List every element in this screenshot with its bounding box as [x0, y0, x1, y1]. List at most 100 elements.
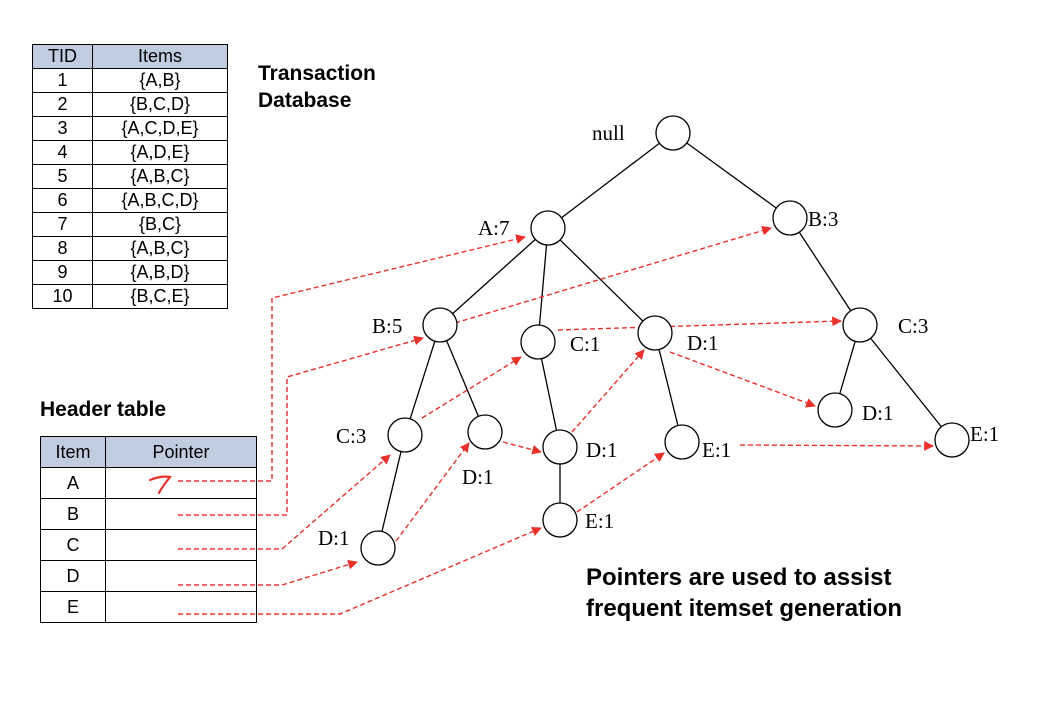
tree-edge: [540, 358, 558, 431]
transaction-table: TID Items 1{A,B}2{B,C,D}3{A,C,D,E}4{A,D,…: [32, 44, 228, 309]
pointer-link: [739, 441, 934, 451]
tree-node-label: null: [592, 121, 625, 145]
tree-node-label: C:3: [336, 424, 366, 448]
pointer-links: [178, 225, 934, 615]
tid-cell: 1: [32, 68, 93, 93]
pointer-link: [571, 349, 645, 433]
tree-edge: [381, 451, 402, 532]
tid-cell: 10: [32, 284, 93, 309]
tree-edge: [561, 142, 660, 219]
tree-node: [467, 414, 503, 450]
tree-edge: [686, 142, 777, 209]
header-table-row: E: [40, 591, 257, 623]
tree-edge: [658, 349, 679, 426]
tree-edges: [381, 142, 942, 532]
tree-node-label: C:3: [898, 314, 928, 338]
tree-node-label: C:1: [570, 332, 600, 356]
pointer-link: [669, 351, 816, 408]
tree-node-label: B:5: [372, 314, 402, 338]
tree-node: [422, 307, 458, 343]
transaction-database-title-line1: Transaction: [258, 62, 376, 85]
tree-node: [772, 200, 808, 236]
tree-edge: [839, 341, 856, 394]
tree-node-label: D:1: [318, 526, 350, 550]
tree-node-label: E:1: [585, 509, 614, 533]
tree-node: [360, 530, 396, 566]
header-pointer-cell: [105, 591, 257, 623]
tree-node: [655, 115, 691, 151]
tree-node-label: D:1: [586, 438, 618, 462]
transaction-database-title: Transaction Database: [258, 60, 376, 114]
transaction-row: 5{A,B,C}: [32, 164, 228, 189]
pointer-link: [502, 441, 542, 455]
pointer-link: [178, 559, 358, 586]
pointer-link: [395, 442, 470, 542]
header-table-row: B: [40, 498, 257, 530]
items-cell: {B,C,D}: [92, 92, 228, 117]
handwritten-mark: [148, 475, 173, 495]
tree-edge: [870, 337, 942, 428]
header-item-cell: B: [40, 498, 106, 530]
pointer-link: [454, 225, 772, 324]
header-table-title: Header table: [40, 398, 167, 421]
pointer-note-line1: Pointers are used to assist: [586, 564, 892, 591]
tree-node-label: A:7: [478, 216, 510, 240]
tree-edge: [798, 231, 852, 312]
pointer-link: [178, 234, 526, 482]
header-pointer-cell: [105, 560, 257, 592]
tree-node: [842, 307, 878, 343]
transaction-row: 10{B,C,E}: [32, 284, 228, 309]
tree-node-label: E:1: [702, 438, 731, 462]
transaction-row: 2{B,C,D}: [32, 92, 228, 117]
tree-node: [542, 502, 578, 538]
tree-node: [542, 429, 578, 465]
tree-edge: [445, 340, 480, 417]
item-column-header: Item: [40, 436, 106, 468]
tid-column-header: TID: [32, 44, 93, 69]
tree-node-label: B:3: [808, 207, 838, 231]
pointer-note: Pointers are used to assist frequent ite…: [586, 562, 902, 624]
transaction-row: 4{A,D,E}: [32, 140, 228, 165]
tree-node: [817, 392, 853, 428]
tree-node: [637, 315, 673, 351]
transaction-database-title-line2: Database: [258, 89, 352, 112]
items-cell: {A,B}: [92, 68, 228, 93]
pointer-link: [178, 335, 424, 516]
items-cell: {A,B,C}: [92, 164, 228, 189]
tree-node: [387, 417, 423, 453]
pointer-link: [421, 356, 522, 419]
pointer-column-header: Pointer: [105, 436, 257, 468]
pointer-link: [557, 316, 842, 331]
tree-edge: [538, 244, 548, 326]
header-pointer-cell: [105, 498, 257, 530]
tree-edge: [409, 341, 436, 419]
items-cell: {B,C,E}: [92, 284, 228, 309]
pointer-link: [576, 452, 665, 513]
tree-node-label: D:1: [687, 331, 719, 355]
tree-node-label: D:1: [862, 401, 894, 425]
tree-node: [934, 422, 970, 458]
header-item-cell: D: [40, 560, 106, 592]
header-table-row: C: [40, 529, 257, 561]
tree-edge: [559, 239, 644, 322]
tree-node-label: E:1: [970, 422, 999, 446]
items-cell: {A,D,E}: [92, 140, 228, 165]
tree-node: [664, 424, 700, 460]
tree-node: [530, 210, 566, 246]
pointer-note-line2: frequent itemset generation: [586, 595, 903, 622]
header-item-cell: C: [40, 529, 106, 561]
tree-node-label: D:1: [462, 465, 494, 489]
pointer-link: [178, 454, 391, 550]
header-item-cell: A: [40, 467, 106, 499]
header-table-row: A: [40, 467, 257, 499]
transaction-row: 1{A,B}: [32, 68, 228, 93]
transaction-table-header: TID Items: [32, 44, 228, 69]
header-table-row: D: [40, 560, 257, 592]
header-table-header: Item Pointer: [40, 436, 257, 468]
tree-node: [520, 324, 556, 360]
tree-edge: [452, 238, 536, 315]
pointer-link: [178, 526, 542, 615]
